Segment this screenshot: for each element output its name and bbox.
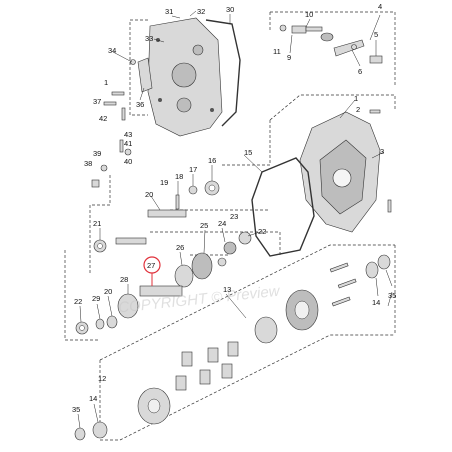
callout-3: 3 [380, 147, 384, 156]
callout-22-top: 22 [258, 227, 266, 236]
callout-11: 11 [273, 47, 281, 56]
callout-28: 28 [120, 275, 128, 284]
callout-43: 43 [124, 130, 132, 139]
callout-10: 10 [305, 10, 313, 19]
callout-6: 6 [358, 67, 362, 76]
callout-19: 19 [160, 178, 168, 187]
callout-9: 9 [287, 53, 291, 62]
callout-14-right: 14 [372, 298, 380, 307]
callout-13: 13 [223, 285, 231, 294]
callout-30: 30 [226, 5, 234, 14]
side-plate-36 [137, 57, 153, 93]
callout-17: 17 [189, 165, 197, 174]
callout-20: 20 [145, 190, 153, 199]
highlighted-callout-27 [143, 256, 161, 286]
callout-34: 34 [108, 46, 116, 55]
callout-24: 24 [218, 219, 226, 228]
callout-36: 36 [136, 100, 144, 109]
callout-31: 31 [165, 7, 173, 16]
callout-39: 39 [93, 149, 101, 158]
callout-37: 37 [93, 97, 101, 106]
housing-gasket [251, 157, 315, 257]
dashed-boundary-lines [64, 11, 396, 441]
differential-internals [74, 341, 239, 441]
callout-27: 27 [147, 261, 155, 270]
callout-41: 41 [124, 139, 132, 148]
callout-numbers: 31 32 30 33 34 1 37 36 42 43 41 40 39 38… [72, 2, 396, 414]
callout-14-left: 14 [89, 394, 97, 403]
callout-21: 21 [93, 219, 101, 228]
callout-25: 25 [200, 221, 208, 230]
callout-29: 29 [92, 294, 100, 303]
callout-38: 38 [84, 159, 92, 168]
callout-16: 16 [208, 156, 216, 165]
upper-shaft-parts [279, 24, 383, 64]
small-hardware [91, 59, 392, 213]
bearings-and-seals [93, 180, 252, 267]
callout-12: 12 [98, 374, 106, 383]
gear-case-cover [147, 17, 223, 137]
callout-26: 26 [176, 243, 184, 252]
callout-4: 4 [378, 2, 382, 11]
callout-32: 32 [197, 7, 205, 16]
callout-15: 15 [244, 148, 252, 157]
callout-23: 23 [230, 212, 238, 221]
callout-18: 18 [175, 172, 183, 181]
gear-cluster [75, 252, 213, 335]
callout-35-left: 35 [72, 405, 80, 414]
callout-42: 42 [99, 114, 107, 123]
callout-33: 33 [145, 34, 153, 43]
callout-1-right: 1 [354, 94, 358, 103]
callout-22-left: 22 [74, 297, 82, 306]
callout-2: 2 [356, 105, 360, 114]
main-housing [299, 111, 381, 233]
callout-35-right: 35 [388, 291, 396, 300]
cover-gasket [205, 19, 241, 127]
callout-20-lower: 20 [104, 287, 112, 296]
callout-5: 5 [374, 30, 378, 39]
ring-gear-assembly [254, 254, 391, 344]
callout-40: 40 [124, 157, 132, 166]
leader-lines [77, 10, 393, 429]
callout-1-left: 1 [104, 78, 108, 87]
